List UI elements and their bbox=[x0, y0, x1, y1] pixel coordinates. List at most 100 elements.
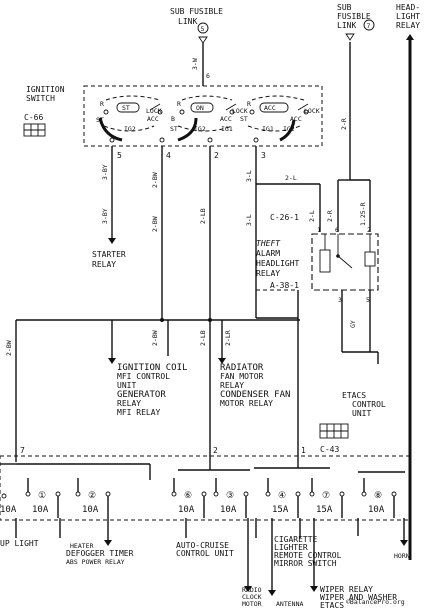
ign-acc-label-1: ACC bbox=[147, 115, 159, 123]
load-condenser-fan: CONDENSER FAN bbox=[220, 390, 290, 400]
fuse-terminal bbox=[391, 491, 397, 497]
wire-3w-label: 3-W bbox=[191, 58, 199, 70]
etacs-line1: ETACS bbox=[342, 391, 366, 400]
fuse-number: ⑦ bbox=[322, 491, 330, 501]
ign-r-label-2: R bbox=[177, 100, 181, 108]
ignition-switch-title-1: IGNITION bbox=[26, 85, 65, 94]
fuse-number: ③ bbox=[226, 491, 234, 501]
fuse-terminal bbox=[105, 491, 111, 497]
fuse-terminal bbox=[171, 491, 177, 497]
fuse-terminal bbox=[201, 491, 207, 497]
load-motor-relay: MOTOR RELAY bbox=[220, 399, 273, 408]
relay-coil-icon bbox=[319, 249, 331, 273]
fuse-number: ⑧ bbox=[374, 491, 382, 501]
ign-terminal-4: 4 bbox=[166, 151, 171, 160]
wire-gy-label: GY bbox=[349, 320, 357, 328]
wire-2r-label-b: 2-R bbox=[326, 210, 334, 222]
theft-relay-line3: HEADLIGHT bbox=[256, 259, 300, 268]
pos-on-bubble bbox=[190, 102, 214, 113]
ign-b-label: B bbox=[171, 115, 175, 123]
sub-fusible-link-5-line1: SUB FUSIBLE bbox=[170, 7, 223, 16]
relay-pin-2: 2 bbox=[367, 226, 371, 234]
wire-3by-label-a: 3-BY bbox=[101, 164, 109, 180]
label-defogger-timer: DEFOGGER TIMER bbox=[66, 549, 134, 558]
wire-2lr-label: 2-LR bbox=[224, 330, 232, 346]
theft-relay-box bbox=[311, 233, 379, 291]
switch-contact-acc bbox=[279, 119, 296, 142]
load-fan-motor: FAN MOTOR bbox=[220, 372, 264, 381]
label-cigarette: CIGARETTE bbox=[274, 535, 318, 544]
fuse-terminal bbox=[75, 491, 81, 497]
fusible-link-7-number: 7 bbox=[367, 22, 371, 30]
label-heater: HEATER bbox=[70, 542, 94, 550]
junction-pin-2: 2 bbox=[213, 446, 218, 455]
fuse-terminal bbox=[265, 491, 271, 497]
headlight-relay-line1: HEAD- bbox=[396, 3, 420, 12]
ign-st-label-2: ST bbox=[170, 125, 178, 133]
etacs-line2: CONTROL bbox=[352, 400, 386, 409]
sub-fusible-link-7-line2: FUSIBLE bbox=[337, 12, 371, 21]
headlight-relay-line3: RELAY bbox=[396, 21, 420, 30]
label-horn: HORN bbox=[394, 552, 410, 560]
label-auto-cruise: AUTO-CRUISE bbox=[176, 541, 229, 550]
etacs-line3: UNIT bbox=[352, 409, 371, 418]
wire-2bw-label-b: 2-BW bbox=[151, 216, 159, 232]
load-radiator: RADIATOR bbox=[220, 363, 264, 373]
fuse-rating: 15A bbox=[272, 505, 289, 515]
wire-2lb-label: 2-LB bbox=[199, 208, 207, 224]
load-mfi-relay: MFI RELAY bbox=[117, 408, 161, 417]
ign-acc-label-2: ACC bbox=[220, 115, 232, 123]
label-wiper-and-washer: WIPER AND WASHER bbox=[320, 593, 397, 602]
fuse-box-outline bbox=[0, 455, 411, 521]
fuse-terminal bbox=[55, 491, 61, 497]
pos-acc-label: ACC bbox=[264, 104, 276, 112]
relay-pin-3: 3 bbox=[338, 296, 342, 304]
fuse-number: ④ bbox=[278, 491, 286, 501]
load-ignition-coil: IGNITION COIL bbox=[117, 363, 187, 373]
ignition-switch-title-2: SWITCH bbox=[26, 94, 55, 103]
load-generator: GENERATOR bbox=[117, 390, 166, 400]
fuse-rating: 10A bbox=[178, 505, 195, 515]
ign-acc-label-3: ACC bbox=[290, 115, 302, 123]
ign-st-label-3: ST bbox=[240, 115, 248, 123]
fuse-rating: 15A bbox=[316, 505, 333, 515]
wire-125r-label: 1.25-R bbox=[359, 202, 367, 226]
fuse-terminal bbox=[361, 491, 367, 497]
label-mirror-switch: MIRROR SWITCH bbox=[274, 559, 337, 568]
wire-3l-label-a: 3-L bbox=[245, 170, 253, 182]
label-abs-power-relay: ABS POWER RELAY bbox=[66, 558, 125, 566]
ign-terminal-5: 5 bbox=[117, 151, 122, 160]
relay-diode-icon bbox=[364, 251, 376, 267]
fuse-terminal bbox=[25, 491, 31, 497]
ign-ig2-label-3: IG2 bbox=[283, 125, 295, 133]
label-radio: RADIO bbox=[242, 586, 262, 594]
ign-r-label-1: R bbox=[100, 100, 104, 108]
sub-fusible-link-5-line2: LINK bbox=[178, 17, 197, 26]
fuse-terminal bbox=[243, 491, 249, 497]
load-unit: UNIT bbox=[117, 381, 136, 390]
junction-pin-7: 7 bbox=[20, 446, 25, 455]
sub-fusible-link-7-line1: SUB bbox=[337, 3, 352, 12]
fuse-rating: 10A bbox=[32, 505, 49, 515]
fuse-6: ⑦ 15A bbox=[309, 478, 345, 518]
starter-relay-line2: RELAY bbox=[92, 260, 116, 269]
fusible-link-7-arrow bbox=[345, 33, 355, 41]
ignition-switch-box bbox=[83, 85, 323, 147]
ignition-switch-connector: C-66 bbox=[24, 113, 43, 122]
starter-relay-line1: STARTER bbox=[92, 250, 126, 259]
label-clock: CLOCK bbox=[242, 593, 262, 601]
fuse-terminal bbox=[309, 491, 315, 497]
label-remote-control: REMOTE CONTROL bbox=[274, 551, 342, 560]
relay-pin-6: 6 bbox=[335, 226, 339, 234]
sub-fusible-link-7-line3: LINK bbox=[337, 21, 356, 30]
label-motor: MOTOR bbox=[242, 600, 262, 608]
wire-2r-label-a: 2-R bbox=[340, 118, 348, 130]
ign-terminal-2: 2 bbox=[214, 151, 219, 160]
relay-pin-5: 5 bbox=[366, 296, 370, 304]
